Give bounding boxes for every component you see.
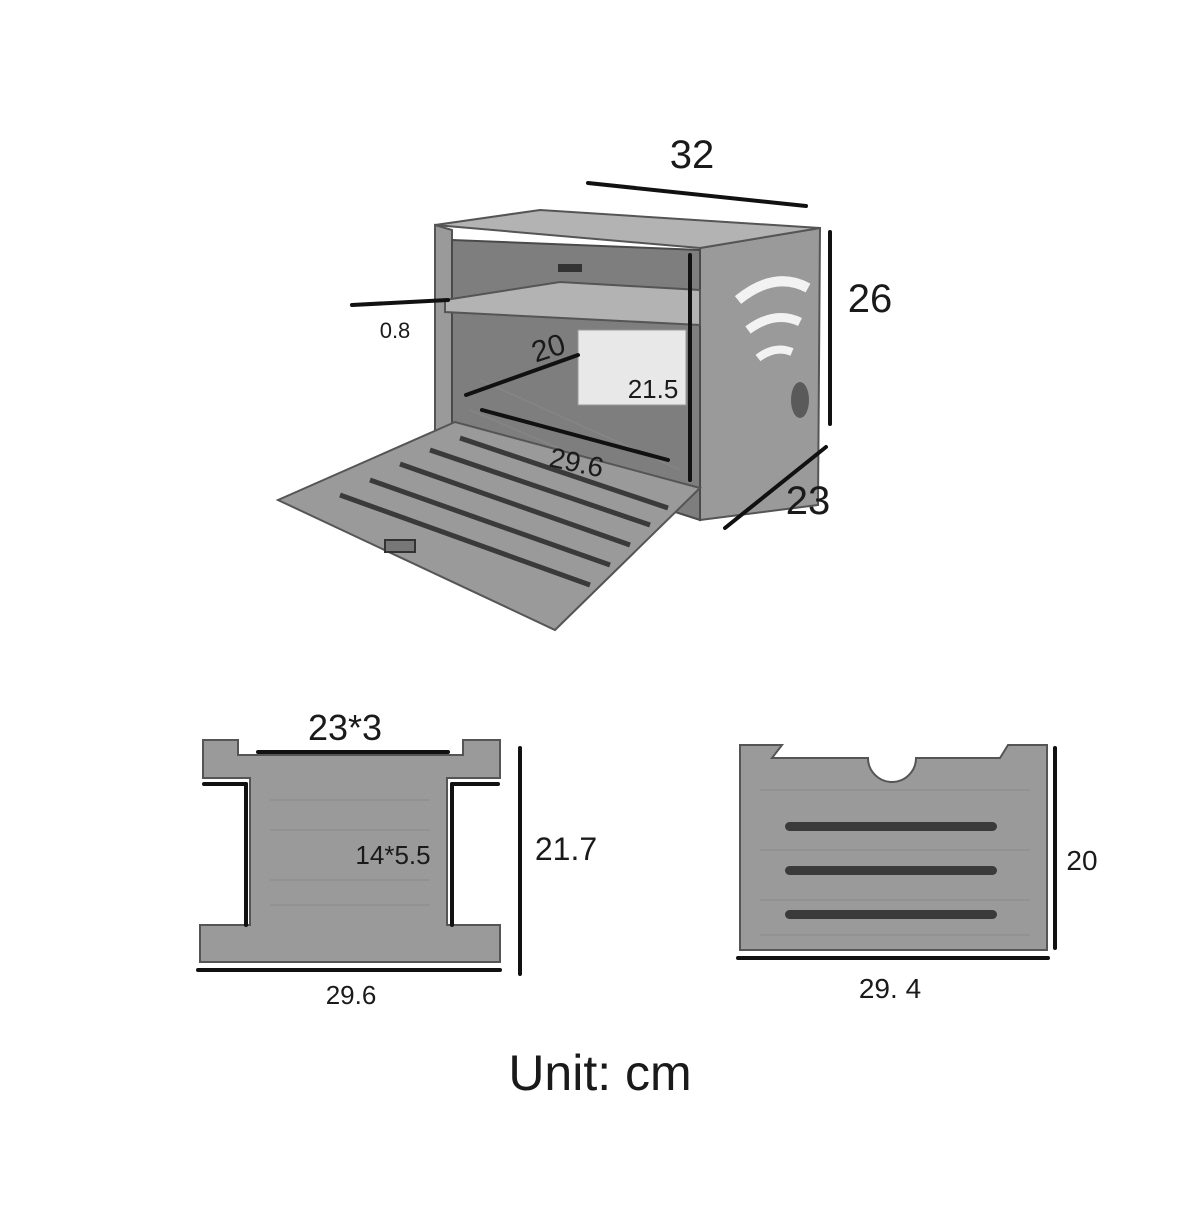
vent-slot [785, 822, 997, 831]
back-width-label: 29. 4 [859, 973, 921, 1004]
router-placeholder [577, 329, 687, 406]
box-height-label: 26 [848, 277, 893, 321]
back-panel-shape [739, 744, 1048, 951]
back-panel-illustration: 20 29. 4 [736, 744, 1098, 1004]
shelf-panel-illustration: 23*3 14*5.5 21.7 29.6 [196, 707, 597, 1010]
dim-line-shelf [350, 298, 450, 307]
dim-line-inner-width [480, 408, 670, 462]
box-side-panel [699, 226, 822, 522]
shelf-center-label: 14*5.5 [355, 840, 430, 870]
wifi-cutout-icon [734, 276, 811, 304]
cable-hole-icon [791, 382, 809, 418]
door-handle-icon [384, 539, 416, 553]
dim-line-inner-depth [464, 353, 580, 397]
dim-line-depth [723, 445, 828, 530]
box-illustration: 32 26 23 0.8 20 21.5 29.6 [275, 133, 893, 632]
box-shelf [444, 280, 701, 327]
inner-height-label: 21.5 [628, 374, 679, 404]
box-front-door [275, 420, 702, 632]
box-depth-label: 23 [786, 479, 831, 523]
box-top-panel [434, 208, 821, 250]
shelf-top-label: 23*3 [308, 707, 382, 748]
box-left-panel [434, 223, 453, 447]
shelf-thickness-label: 0.8 [380, 318, 411, 343]
shelf-height-label: 21.7 [535, 831, 597, 867]
shelf-width-label: 29.6 [326, 980, 377, 1010]
vent-slot [785, 866, 997, 875]
back-height-label: 20 [1066, 845, 1097, 876]
shelf-panel-shape [199, 739, 501, 963]
dim-line-width [586, 181, 808, 208]
unit-label: Unit: cm [508, 1045, 691, 1101]
box-width-label: 32 [670, 133, 715, 177]
vent-slot [785, 910, 997, 919]
